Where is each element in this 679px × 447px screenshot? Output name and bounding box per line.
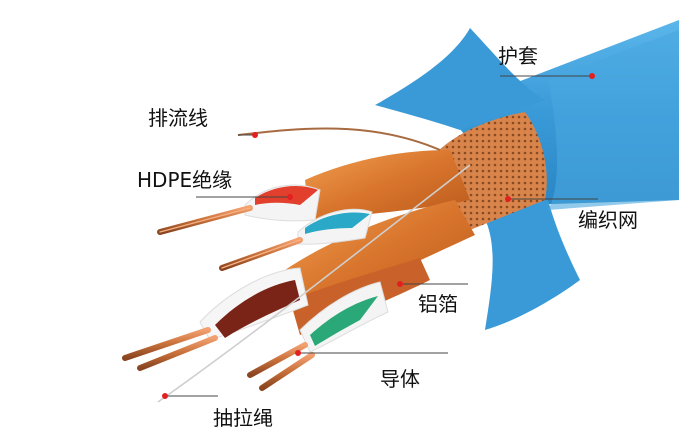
foil-upper [305, 150, 470, 220]
marker-conductor [295, 350, 301, 356]
jacket-flap-top [375, 28, 545, 130]
label-insulation: HDPE绝缘 [137, 168, 233, 192]
marker-foil [397, 281, 403, 287]
marker-drain-wire [252, 132, 258, 138]
label-braid: 编织网 [578, 208, 638, 232]
label-rip-cord: 抽拉绳 [213, 406, 273, 430]
foil-lower [285, 200, 475, 310]
marker-jacket [589, 73, 595, 79]
label-conductor: 导体 [380, 367, 420, 391]
label-foil: 铝箔 [418, 292, 458, 316]
marker-insulation [287, 194, 293, 200]
marker-braid [505, 196, 511, 202]
jacket-flap-bottom [480, 200, 580, 330]
rip-cord [157, 164, 471, 403]
drain-wire [237, 127, 441, 151]
label-jacket: 护套 [498, 44, 538, 68]
label-drain-wire: 排流线 [148, 106, 208, 130]
marker-rip-cord [162, 393, 168, 399]
